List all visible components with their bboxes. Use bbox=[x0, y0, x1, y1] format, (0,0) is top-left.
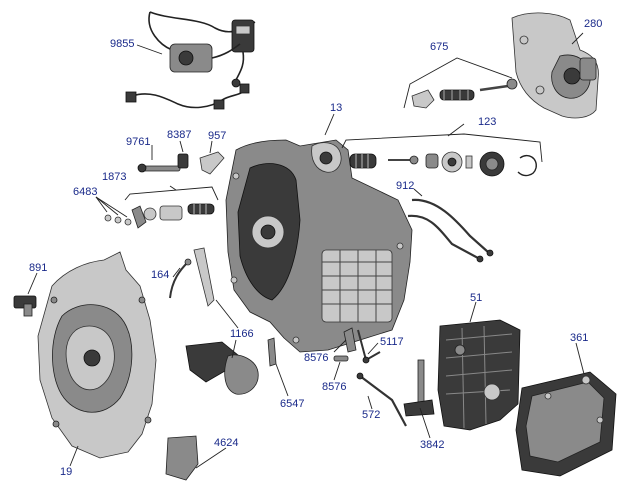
part-1873-valve-spring bbox=[131, 203, 215, 229]
label-1166: 1166 bbox=[230, 328, 254, 340]
part-123-servo-components bbox=[349, 151, 537, 177]
label-675: 675 bbox=[430, 41, 448, 53]
part-1166-shield-upper bbox=[193, 247, 215, 307]
label-6547: 6547 bbox=[280, 398, 304, 410]
label-9855: 9855 bbox=[110, 38, 134, 50]
label-572: 572 bbox=[362, 409, 380, 421]
label-3842: 3842 bbox=[420, 439, 444, 451]
part-3842-valve bbox=[403, 359, 435, 417]
part-280-extension-housing bbox=[511, 12, 599, 119]
label-8576-lower: 8576 bbox=[322, 381, 346, 393]
part-675-park-components bbox=[411, 78, 518, 109]
label-957: 957 bbox=[208, 130, 226, 142]
label-8387: 8387 bbox=[167, 129, 191, 141]
leader-lines bbox=[27, 32, 585, 469]
label-19: 19 bbox=[60, 466, 72, 478]
label-280: 280 bbox=[584, 18, 602, 30]
part-1166-shield-lower bbox=[185, 341, 259, 395]
part-9855-wiring-harness bbox=[125, 11, 256, 110]
part-6483-small-parts bbox=[104, 214, 132, 226]
part-labels: 9855 675 280 13 123 9761 8387 957 1873 6… bbox=[29, 18, 602, 478]
part-8576-pin-lower bbox=[333, 355, 349, 362]
label-1873: 1873 bbox=[102, 171, 126, 183]
part-4624-cover bbox=[165, 435, 199, 481]
label-164: 164 bbox=[151, 269, 169, 281]
part-891-sensor bbox=[13, 295, 37, 317]
part-5117-lever bbox=[357, 329, 381, 364]
part-6547-clip bbox=[267, 337, 277, 367]
part-13-transmission-case bbox=[225, 139, 413, 353]
label-123: 123 bbox=[478, 116, 496, 128]
part-572-rod bbox=[356, 372, 407, 427]
label-912: 912 bbox=[396, 180, 414, 192]
part-912-cooler-lines bbox=[407, 198, 494, 263]
part-51-valve-body bbox=[437, 319, 521, 431]
label-4624: 4624 bbox=[214, 437, 238, 449]
part-9761-bolt bbox=[137, 163, 181, 173]
label-891: 891 bbox=[29, 262, 47, 274]
label-13: 13 bbox=[330, 102, 342, 114]
label-6483: 6483 bbox=[73, 186, 97, 198]
part-164-bracket bbox=[169, 258, 192, 299]
label-5117: 5117 bbox=[380, 336, 404, 348]
label-361: 361 bbox=[570, 332, 588, 344]
part-8387-spring bbox=[177, 153, 189, 169]
part-8576-pin-upper bbox=[343, 327, 357, 353]
label-51: 51 bbox=[470, 292, 482, 304]
part-361-oil-pan bbox=[515, 371, 617, 477]
part-957-lever bbox=[199, 151, 225, 175]
label-9761: 9761 bbox=[126, 136, 150, 148]
part-19-converter-housing bbox=[37, 251, 157, 459]
label-8576-upper: 8576 bbox=[304, 352, 328, 364]
